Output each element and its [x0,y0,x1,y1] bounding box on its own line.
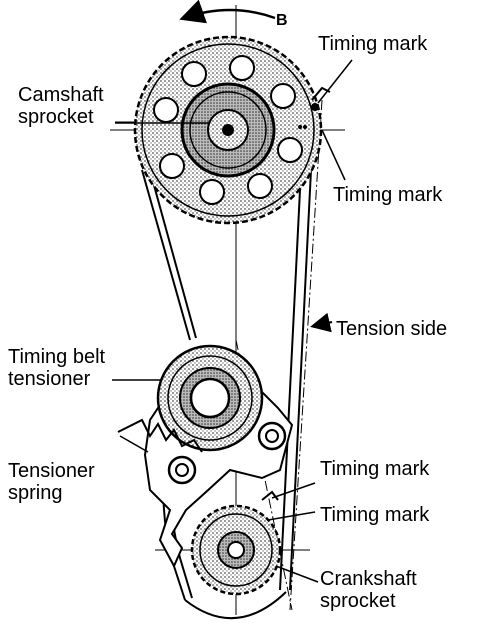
cam-hole [229,55,255,81]
leader-lines [112,59,353,583]
tensioner-spring-label-line1: Tensioner [8,460,95,482]
cam-bolt [222,124,234,136]
cam-timing-mark-top-label: Timing mark [318,33,428,55]
timing-belt-bottom [184,591,287,620]
crankshaft-sprocket-label: Crankshaft sprocket [320,568,417,612]
tension-side-label: Tension side [336,318,448,340]
rotation-arrow [179,0,276,24]
tensioner-center-hole [189,377,231,419]
crankshaft-sprocket-label-line1: Crankshaft [320,568,417,590]
timing-belt-right-outer [289,149,313,591]
timing-belt-tensioner [143,344,294,569]
cam-hole [159,153,185,179]
direction-label: B [276,12,288,29]
camshaft-sprocket-label-line2: sprocket [18,106,94,128]
timing-belt-tensioner-label-line1: Timing belt [8,346,106,368]
timing-belt-tensioner-label: Timing belt tensioner [8,346,105,390]
tensioner-spring-label: Tensioner spring [8,460,95,504]
cam-hole [153,97,179,123]
timing-belt-right-inner [279,149,303,591]
tension-side-arrow [310,312,333,333]
crank-timing-mark [261,490,279,501]
dash-dot-line [289,99,323,611]
camshaft-sprocket-label-line1: Camshaft [18,84,104,106]
camshaft-sprocket [133,35,331,225]
timing-belt-tensioner-label-line2: tensioner [8,368,91,390]
cam-hole [181,61,207,87]
crank-timing-mark-label-1: Timing mark [320,458,430,480]
timing-belt-left-outer [141,169,191,341]
crank-timing-mark-label-2: Timing mark [320,504,430,526]
cam-hole [199,179,225,205]
crankshaft-sprocket [190,490,282,596]
crankshaft-sprocket-label-line2: sprocket [320,590,396,612]
cam-hole [270,83,296,109]
cam-hub-ring [189,91,267,169]
timing-belt-left-inner [151,177,197,339]
camshaft-sprocket-label: Camshaft sprocket [18,84,104,128]
cam-hole [247,173,273,199]
cam-timing-mark-bottom-label: Timing mark [333,184,443,206]
tensioner-spring-label-line2: spring [8,482,63,504]
tensioner-spring [117,418,203,453]
cam-hole [277,137,303,163]
